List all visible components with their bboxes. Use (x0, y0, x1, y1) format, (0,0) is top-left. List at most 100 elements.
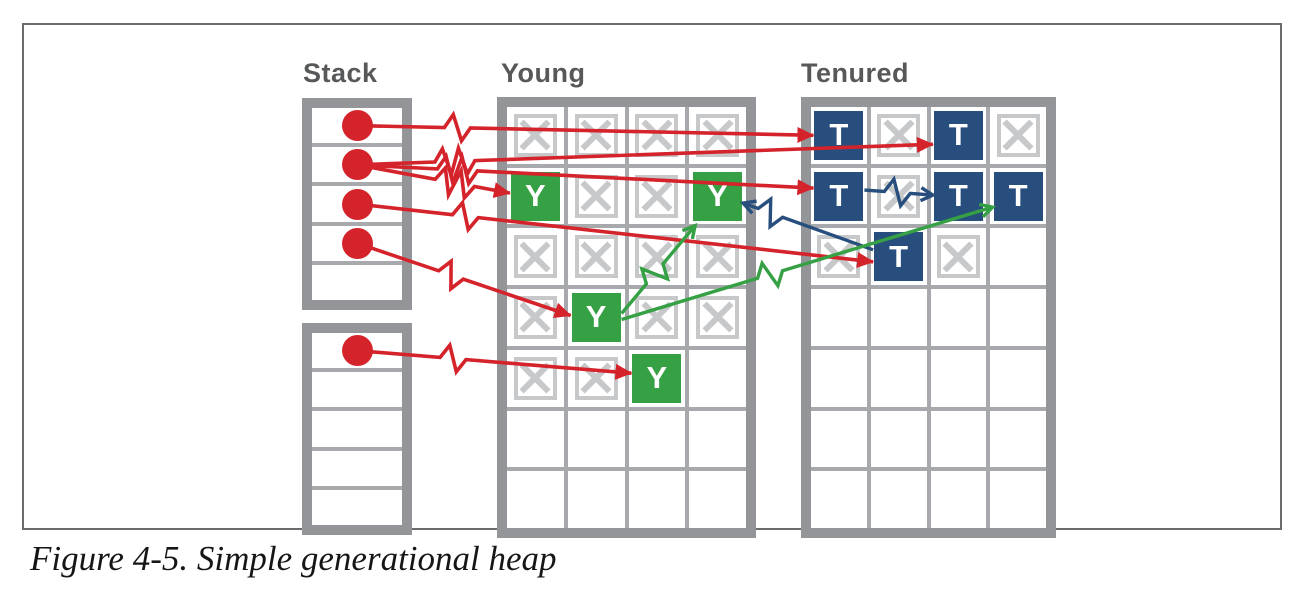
young-cell (567, 471, 625, 528)
young-object-chip: Y (693, 171, 743, 221)
dead-object-icon (635, 235, 679, 279)
stack-pointer-dot (341, 335, 373, 367)
stack-pointer-dot (341, 227, 373, 259)
tenured-object-chip: T (874, 232, 924, 282)
young-cell (628, 107, 686, 164)
dead-object-icon (696, 113, 740, 157)
stack-cell (312, 333, 402, 373)
young-cell (507, 107, 564, 164)
dead-object-icon (513, 295, 557, 339)
tenured-cell: T (811, 167, 867, 225)
dead-object-icon (996, 113, 1040, 157)
stack-cell (312, 265, 402, 300)
tenured-cell (811, 471, 867, 528)
stack-pointer-dot (341, 110, 373, 142)
young-cell (567, 410, 625, 468)
tenured-cell (870, 410, 927, 468)
stack-cell (312, 108, 402, 148)
dead-object-icon (574, 235, 618, 279)
young-cell (507, 349, 564, 407)
young-cell (689, 349, 746, 407)
tenured-object-chip: T (933, 171, 983, 221)
dead-object-icon (574, 174, 618, 218)
tenured-cell (930, 349, 987, 407)
stack-cell (312, 226, 402, 265)
dead-object-icon (817, 235, 861, 279)
young-cell (628, 471, 686, 528)
stack-cell (312, 147, 402, 187)
dead-object-icon (513, 113, 557, 157)
tenured-object-chip: T (933, 110, 983, 160)
tenured-cell (811, 289, 867, 346)
tenured-object-chip: T (814, 110, 864, 160)
young-cell (689, 289, 746, 346)
young-cell: Y (628, 349, 686, 407)
dead-object-icon (877, 113, 921, 157)
tenured-cell (930, 471, 987, 528)
young-cell (567, 228, 625, 286)
young-cell: Y (567, 289, 625, 346)
young-cell (689, 107, 746, 164)
young-cell (507, 289, 564, 346)
dead-object-icon (696, 295, 740, 339)
dead-object-icon (635, 295, 679, 339)
stack-cell (312, 451, 402, 490)
stack-pointer-dot (341, 149, 373, 181)
stack-cell (312, 411, 402, 451)
tenured-cell (930, 289, 987, 346)
young-cell: Y (689, 167, 746, 225)
tenured-heap-label: Tenured (801, 58, 910, 88)
stack-cell (312, 186, 402, 226)
tenured-cell (930, 410, 987, 468)
young-cell (628, 289, 686, 346)
stack-cell (312, 372, 402, 412)
tenured-cell: T (870, 228, 927, 286)
tenured-cell (990, 107, 1046, 164)
dead-object-icon (635, 113, 679, 157)
young-cell: Y (507, 167, 564, 225)
tenured-cell (870, 349, 927, 407)
young-object-chip: Y (510, 171, 560, 221)
tenured-object-chip: T (814, 171, 864, 221)
tenured-cell: T (990, 167, 1046, 225)
young-cell (567, 107, 625, 164)
tenured-cell (811, 410, 867, 468)
stack-segment-upper (302, 98, 412, 310)
young-heap-label: Young (501, 58, 586, 88)
dead-object-icon (877, 174, 921, 218)
young-cell (689, 410, 746, 468)
stack-cell (312, 490, 402, 525)
tenured-cell (990, 349, 1046, 407)
young-cell (689, 471, 746, 528)
dead-object-icon (635, 174, 679, 218)
tenured-cell (990, 410, 1046, 468)
dead-object-icon (574, 113, 618, 157)
tenured-cell: T (930, 167, 987, 225)
dead-object-icon (513, 235, 557, 279)
tenured-cell (870, 289, 927, 346)
dead-object-icon (936, 235, 980, 279)
young-cell (507, 471, 564, 528)
tenured-cell (870, 167, 927, 225)
stack-label: Stack (303, 58, 378, 88)
young-cell (567, 349, 625, 407)
tenured-cell (870, 471, 927, 528)
stack-pointer-dot (341, 188, 373, 220)
stack-segment-lower (302, 323, 412, 535)
tenured-cell: T (930, 107, 987, 164)
tenured-cell (990, 289, 1046, 346)
young-cell (507, 228, 564, 286)
young-object-chip: Y (571, 292, 621, 342)
young-object-chip: Y (632, 353, 682, 403)
dead-object-icon (696, 235, 740, 279)
tenured-cell (811, 228, 867, 286)
tenured-cell: T (811, 107, 867, 164)
tenured-cell (990, 228, 1046, 286)
young-cell (689, 228, 746, 286)
tenured-cell (930, 228, 987, 286)
young-cell (628, 410, 686, 468)
